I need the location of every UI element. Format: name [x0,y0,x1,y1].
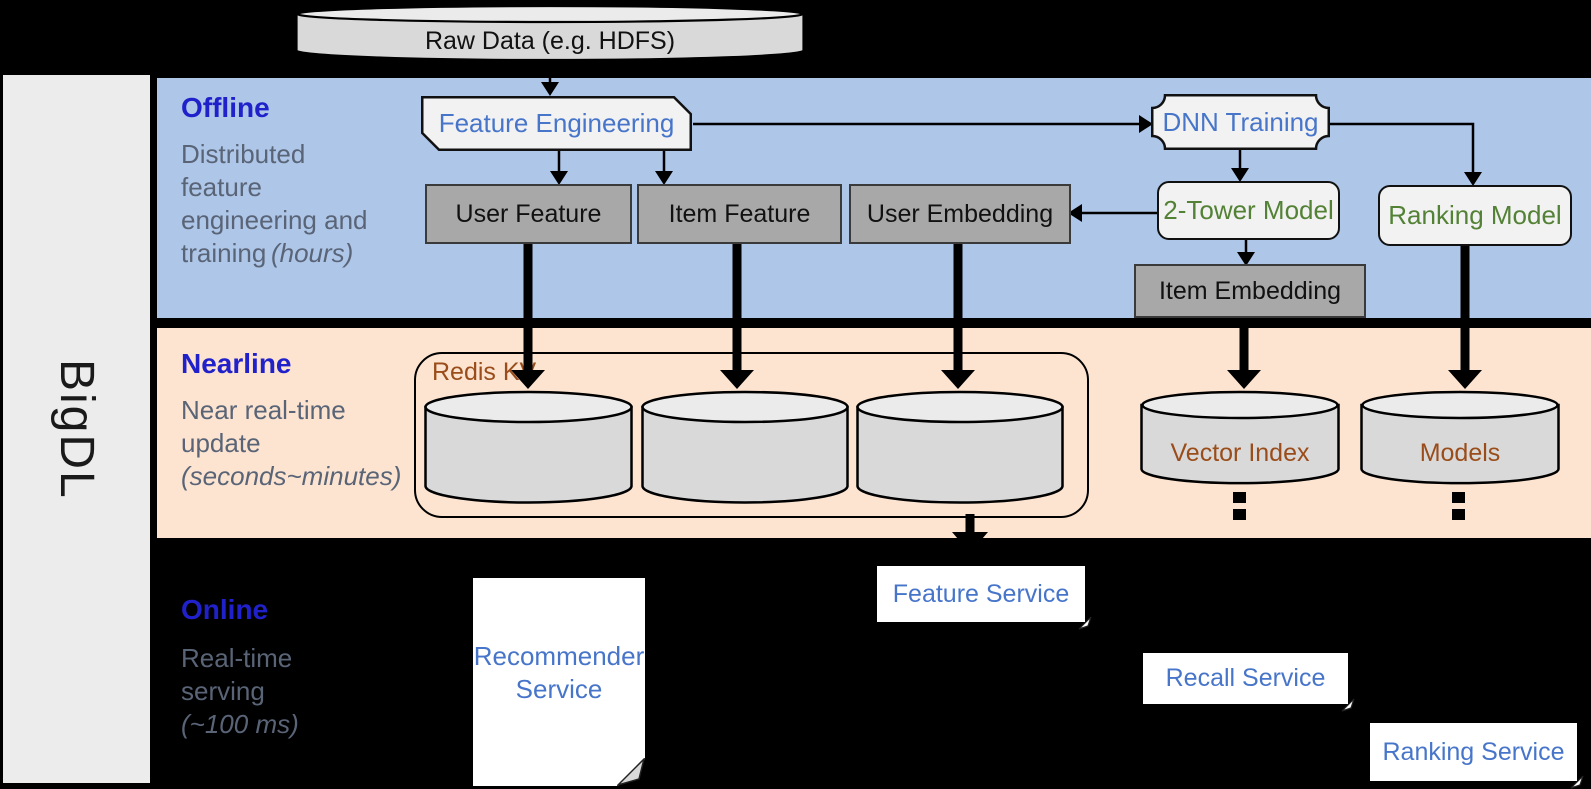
feature-service-node: Feature Service [877,566,1085,622]
redis-cylinder-1 [424,390,633,504]
vector-index-label: Vector Index [1170,439,1310,467]
redis-kv-container [414,352,1089,518]
cylinder-shape [1140,390,1340,485]
recommender-service-label: Recommender Service [473,641,645,704]
online-title: Online [181,594,269,625]
item-embedding-node: Item Embedding [1134,264,1366,318]
raw-data-label: Raw Data (e.g. HDFS) [424,26,676,55]
offline-title: Offline [181,92,270,123]
two-tower-model-node: 2-Tower Model [1157,181,1340,240]
feature-engineering-node: Feature Engineering [421,96,692,151]
redis-kv-label: Redis KV [432,358,537,386]
nearline-description: Near real-time update (seconds~minutes) [181,395,402,491]
cylinder-shape [856,390,1064,504]
cylinder-shape [424,390,633,504]
recall-service-node: Recall Service [1143,653,1348,704]
dnn-training-label: DNN Training [1162,106,1319,137]
cylinder-shape [1360,390,1560,485]
models-cylinder: Models [1360,390,1560,485]
online-description: Real-time serving (~100 ms) [181,643,299,739]
dnn-training-node: DNN Training [1151,94,1330,150]
feature-engineering-label: Feature Engineering [438,108,675,138]
ranking-model-node: Ranking Model [1378,185,1572,246]
process-shape [421,96,692,151]
folded-corner-icon [1078,616,1092,630]
models-label: Models [1419,439,1501,467]
raw-data-cylinder: Raw Data (e.g. HDFS) [295,4,805,62]
offline-description: Distributed feature engineering and trai… [181,139,368,268]
cylinder-shape [295,4,805,62]
cylinder-shape [641,390,849,504]
redis-cylinder-2 [641,390,849,504]
ranking-service-node: Ranking Service [1370,723,1577,781]
vector-index-cylinder: Vector Index [1140,390,1340,485]
bigdl-logo-text: BigDL [50,358,103,500]
user-feature-node: User Feature [425,184,632,244]
recommender-service-doc: Recommender Service [473,578,645,786]
redis-cylinder-3 [856,390,1064,504]
folded-corner-icon [617,758,645,786]
folded-corner-icon [1570,775,1584,789]
nearline-title: Nearline [181,348,292,379]
user-embedding-node: User Embedding [849,184,1071,244]
folded-corner-icon [1341,698,1355,712]
plaque-shape [1151,94,1330,150]
bigdl-sidebar: BigDL [3,75,150,783]
item-feature-node: Item Feature [637,184,842,244]
